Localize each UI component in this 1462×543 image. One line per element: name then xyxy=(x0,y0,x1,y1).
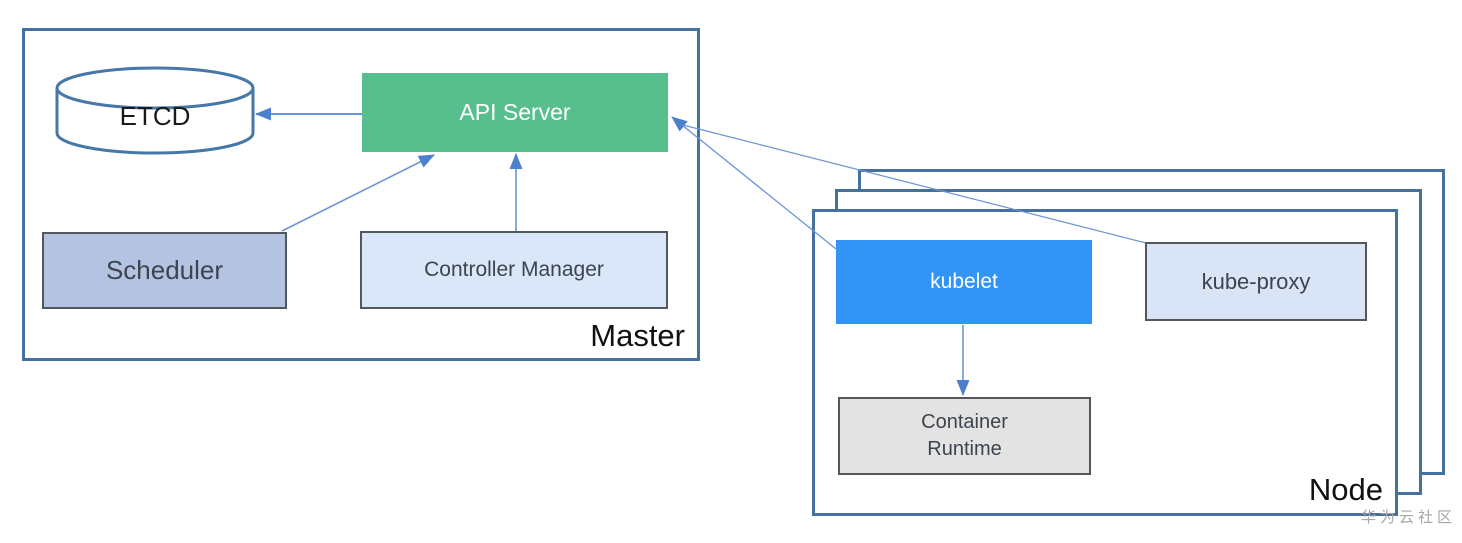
scheduler-label: Scheduler xyxy=(105,255,224,285)
etcd-node: ETCD xyxy=(55,98,255,134)
api-server-node: API Server xyxy=(362,73,668,152)
node-region-label: Node xyxy=(1308,472,1383,507)
api-server-label: API Server xyxy=(459,99,571,125)
container-runtime-label: Container Runtime xyxy=(921,411,1008,460)
controller-manager-node: Controller Manager xyxy=(360,231,668,309)
kube-proxy-label: kube-proxy xyxy=(1201,268,1311,294)
kubelet-node: kubelet xyxy=(836,240,1092,324)
kube-proxy-node: kube-proxy xyxy=(1145,242,1367,321)
kubelet-label: kubelet xyxy=(930,270,998,293)
etcd-label: ETCD xyxy=(119,100,191,131)
master-region-label: Master xyxy=(590,318,685,353)
controller-manager-label: Controller Manager xyxy=(424,258,604,281)
scheduler-node: Scheduler xyxy=(42,232,287,309)
watermark-text: 华为云社区 xyxy=(1360,509,1456,526)
container-runtime-node: Container Runtime xyxy=(838,397,1091,475)
